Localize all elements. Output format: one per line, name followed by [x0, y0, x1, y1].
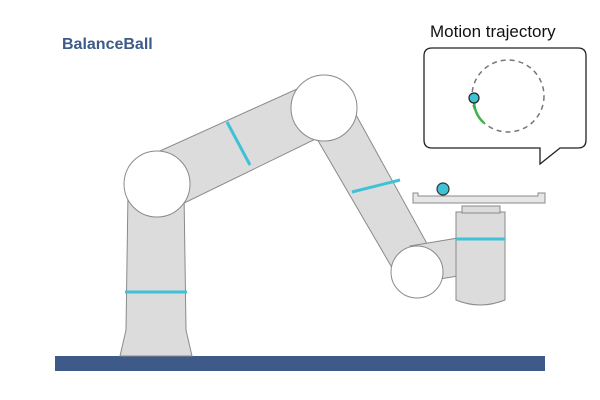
end-effector-cap [461, 205, 501, 214]
app-title: BalanceBall [62, 36, 153, 53]
balance-tray [412, 192, 546, 204]
trajectory-label: Motion trajectory [430, 22, 556, 41]
forearm-accent-ring [351, 178, 401, 194]
ball-icon [436, 182, 450, 196]
shoulder-joint [123, 150, 191, 218]
ground-plate [55, 356, 545, 371]
end-effector-body [455, 211, 506, 306]
upper-arm-accent-ring [225, 121, 252, 166]
trajectory-bubble [423, 47, 587, 166]
wrist-joint [390, 245, 444, 299]
trajectory-ball-icon [468, 92, 480, 104]
elbow-joint [290, 74, 358, 142]
